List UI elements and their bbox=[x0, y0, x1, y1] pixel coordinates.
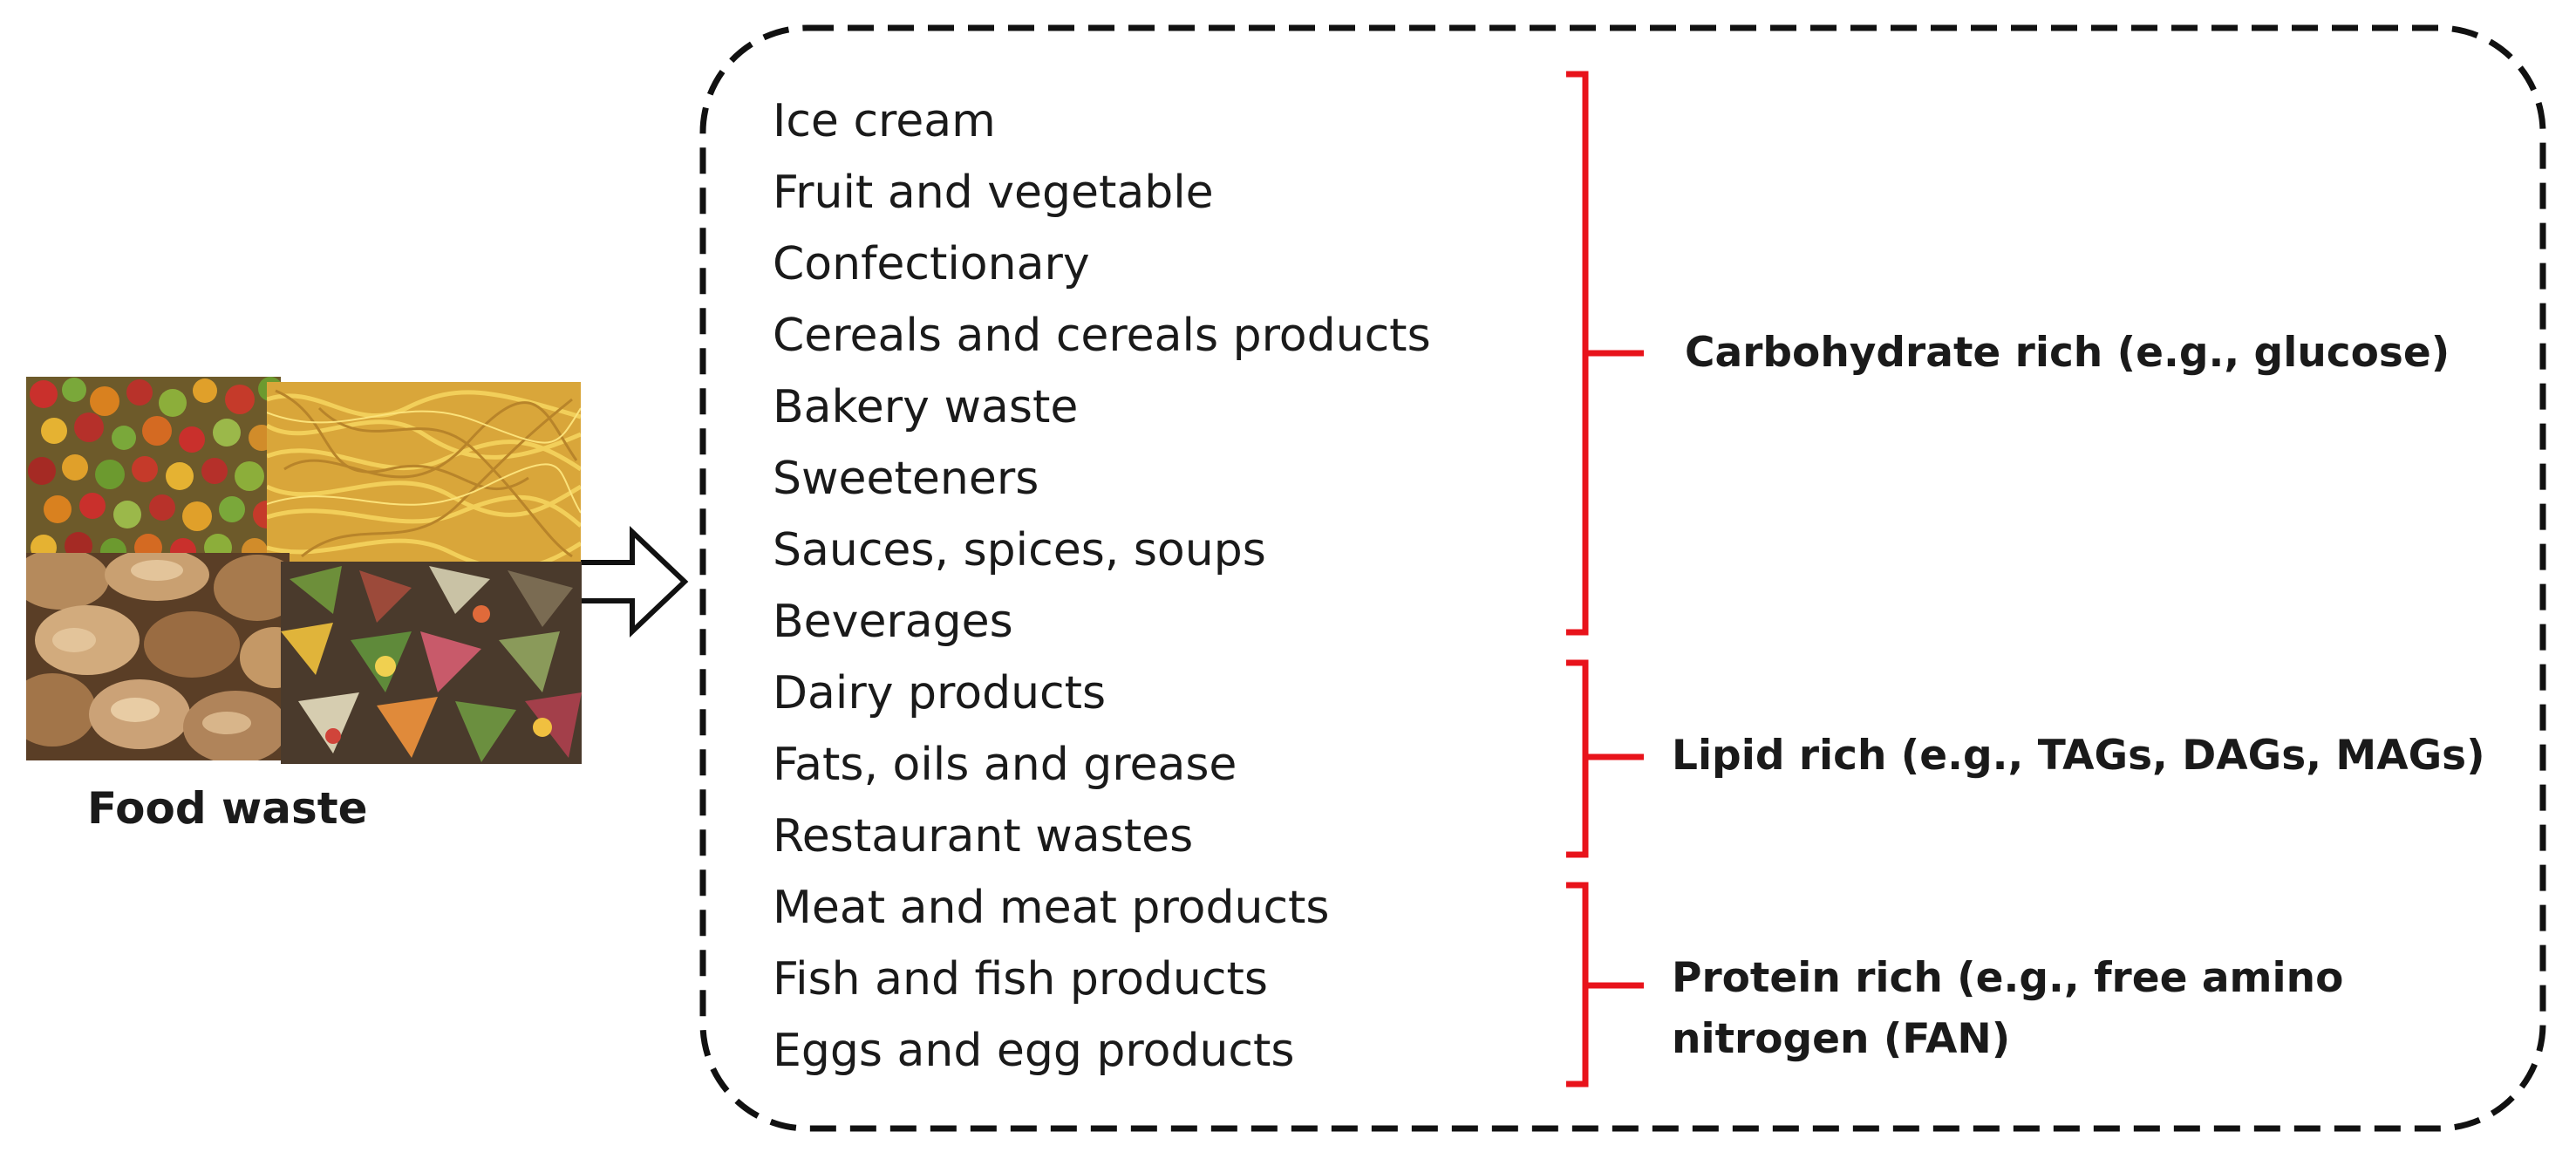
list-item: Dairy products bbox=[773, 667, 1107, 719]
protein-bracket bbox=[1566, 882, 1644, 1087]
list-item: Sweeteners bbox=[773, 453, 1039, 505]
list-item: Ice cream bbox=[773, 95, 996, 147]
food-waste-label: Food waste bbox=[87, 783, 368, 834]
list-item: Fish and fish products bbox=[773, 953, 1268, 1006]
protein-group-label-line1: Protein rich (e.g., free amino bbox=[1672, 954, 2344, 1002]
vegetable-waste-photo bbox=[26, 377, 281, 564]
list-item: Cereals and cereals products bbox=[773, 310, 1431, 362]
protein-group-label: Protein rich (e.g., free amino nitrogen … bbox=[1672, 948, 2343, 1070]
list-item: Beverages bbox=[773, 596, 1013, 648]
list-item: Fruit and vegetable bbox=[773, 167, 1214, 219]
lipid-bracket bbox=[1566, 659, 1644, 858]
list-item: Fats, oils and grease bbox=[773, 739, 1237, 791]
right-arrow-icon bbox=[564, 526, 689, 637]
food-waste-item-list: Ice cream Fruit and vegetable Confection… bbox=[773, 85, 1431, 1087]
lipid-group-label: Lipid rich (e.g., TAGs, DAGs, MAGs) bbox=[1672, 732, 2485, 780]
list-item: Meat and meat products bbox=[773, 882, 1330, 934]
carbohydrate-group-label: Carbohydrate rich (e.g., glucose) bbox=[1685, 329, 2450, 377]
list-item: Sauces, spices, soups bbox=[773, 524, 1266, 576]
category-box-border bbox=[699, 24, 2546, 1132]
list-item: Bakery waste bbox=[773, 381, 1079, 433]
list-item: Restaurant wastes bbox=[773, 810, 1194, 862]
carbohydrate-bracket bbox=[1566, 71, 1644, 636]
bread-waste-photo bbox=[26, 553, 290, 760]
protein-group-label-line2: nitrogen (FAN) bbox=[1672, 1015, 2011, 1063]
noodle-waste-photo bbox=[267, 382, 581, 567]
mixed-compost-photo bbox=[281, 562, 582, 764]
list-item: Confectionary bbox=[773, 238, 1090, 290]
list-item: Eggs and egg products bbox=[773, 1025, 1295, 1077]
